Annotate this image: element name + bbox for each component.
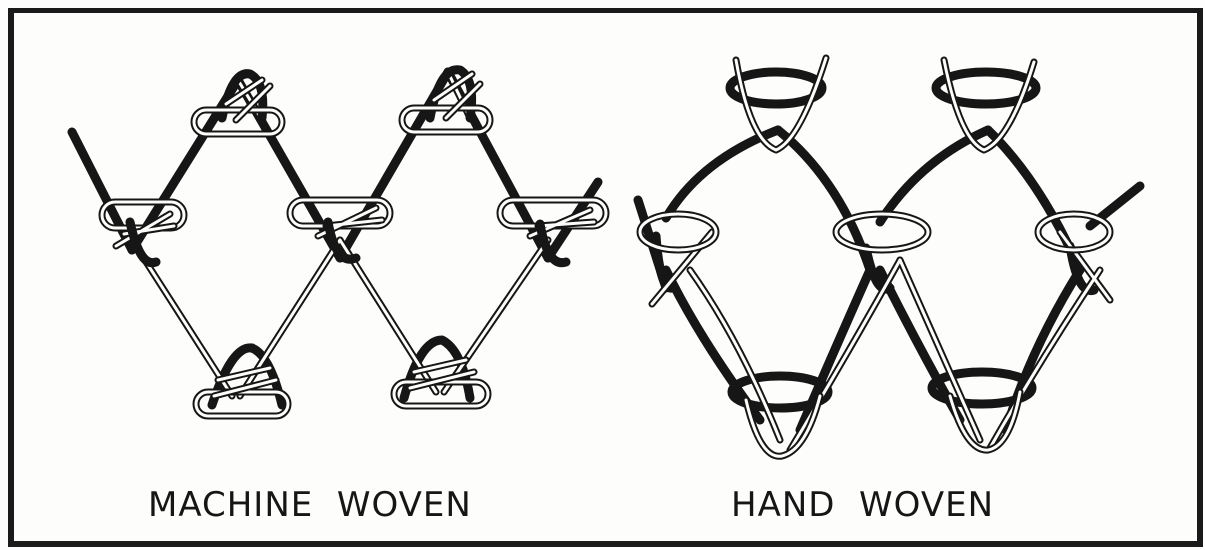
- hand-woven-net: [638, 58, 1140, 456]
- machine-knot-mid-3: [500, 200, 606, 263]
- hand-woven-caption: HAND WOVEN: [731, 488, 994, 522]
- hand-light-strands: [640, 58, 1110, 456]
- machine-woven-net: [72, 70, 606, 416]
- machine-knot-mid-2: [290, 200, 390, 259]
- machine-woven-caption: MACHINE WOVEN: [148, 488, 472, 522]
- machine-knots: [102, 70, 606, 416]
